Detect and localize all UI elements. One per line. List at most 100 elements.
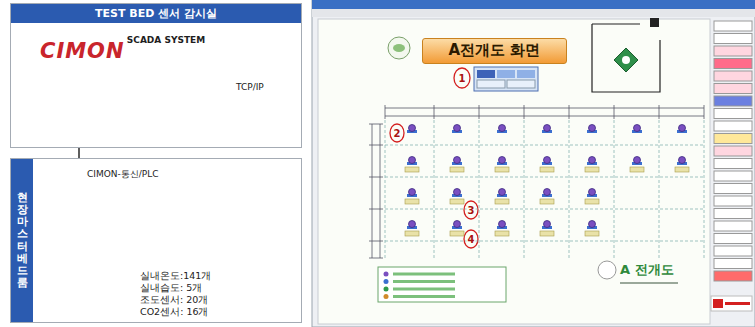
grid-line xyxy=(659,120,660,258)
sensor-tag xyxy=(495,167,509,172)
callout-number: 3 xyxy=(467,205,476,216)
sensor-marker xyxy=(544,125,551,132)
legend-text-bar xyxy=(393,280,455,283)
legend-text-bar xyxy=(393,295,455,298)
sensor-marker xyxy=(454,221,461,228)
side-band: 현장 마스터 베드룸 xyxy=(11,159,33,322)
legend-symbol xyxy=(384,294,389,299)
menu-button xyxy=(714,96,752,106)
sensor-marker xyxy=(409,125,416,132)
sensor-marker xyxy=(499,125,506,132)
dimension-tick xyxy=(369,124,383,125)
station-label: SCADA SYSTEM xyxy=(127,34,205,46)
plc-unit: CIMON-통신/PLC xyxy=(39,162,174,268)
menu-button xyxy=(714,221,752,231)
sensor-marker xyxy=(409,221,416,228)
sensor-marker xyxy=(634,125,641,132)
legend-symbol xyxy=(384,279,389,284)
dimension-line xyxy=(372,124,373,258)
grid-line xyxy=(524,120,525,258)
dimension-line xyxy=(380,124,381,258)
menu-button xyxy=(714,71,752,81)
plan-marker xyxy=(650,18,659,27)
menu-button xyxy=(714,271,752,281)
sensor-marker xyxy=(679,157,686,164)
sensor-tag xyxy=(495,199,509,204)
vendor-logo xyxy=(711,296,752,311)
menu-button xyxy=(714,21,752,31)
screen-button xyxy=(477,70,495,78)
monitor-room-panel: SCADA SYSTEMTEST BED 센서 감시실 xyxy=(10,3,302,148)
callout-ring xyxy=(454,68,470,88)
sensor-count: 실내온도:141개 xyxy=(140,270,211,282)
menu-button xyxy=(714,171,752,181)
sensor-marker xyxy=(499,221,506,228)
window-titlebar xyxy=(312,0,755,9)
plan-device xyxy=(614,48,638,72)
sensor-tag xyxy=(405,231,419,236)
grid-line xyxy=(569,120,570,258)
sensor-tag xyxy=(585,167,599,172)
sensor-count: 실내습도: 5개 xyxy=(140,282,202,294)
screen-logo-mark xyxy=(393,44,405,52)
sensor-tag xyxy=(495,231,509,236)
menu-button xyxy=(714,234,752,244)
sensor-marker xyxy=(589,125,596,132)
sensor-tag xyxy=(540,167,554,172)
dimension-line xyxy=(385,108,704,109)
screen-title-banner: A전개도 화면 xyxy=(422,38,567,64)
dimension-tick xyxy=(369,241,383,242)
callout-ring xyxy=(464,230,478,248)
sensor-marker xyxy=(454,157,461,164)
sensor-tag xyxy=(540,231,554,236)
sensor-marker xyxy=(454,125,461,132)
menu-button xyxy=(714,246,752,256)
menu-button xyxy=(714,146,752,156)
legend-symbol xyxy=(384,287,389,292)
sensor-marker xyxy=(589,221,596,228)
dimension-tick xyxy=(369,177,383,178)
vertical-heading: 현장 마스터 베드룸 xyxy=(17,192,28,289)
button-group xyxy=(474,67,538,91)
protocol-label: TCP/IP xyxy=(236,82,264,93)
screen-button xyxy=(507,80,535,88)
callout-number: 2 xyxy=(393,128,402,139)
sensor-marker xyxy=(544,189,551,196)
screen-logo xyxy=(388,37,410,59)
menu-button xyxy=(714,109,752,119)
sensor-count: 조도센서: 20개 xyxy=(140,294,208,306)
grid-line xyxy=(385,177,704,178)
dimension-tick xyxy=(369,209,383,210)
callout-number: 1 xyxy=(458,73,467,84)
sensor-marker xyxy=(499,189,506,196)
sensor-marker xyxy=(544,157,551,164)
menu-button xyxy=(714,84,752,94)
screen-button xyxy=(497,70,515,78)
legend-text-bar xyxy=(393,273,455,276)
sensor-tag xyxy=(540,199,554,204)
scada-station: SCADA SYSTEM xyxy=(120,28,212,90)
sensor-marker xyxy=(499,157,506,164)
vendor-logo-mark xyxy=(713,299,723,308)
sensor-marker xyxy=(679,125,686,132)
grid-line xyxy=(434,120,435,258)
dimension-tick xyxy=(434,105,435,119)
sensor-tag xyxy=(630,167,644,172)
sensor-marker xyxy=(544,221,551,228)
sensor-marker xyxy=(454,189,461,196)
menu-button xyxy=(714,134,752,144)
sensor-tag xyxy=(450,199,464,204)
sensor-tag xyxy=(675,167,689,172)
dimension-line xyxy=(385,116,704,117)
callout-ring xyxy=(390,124,404,142)
sensor-count: CO2센서: 16개 xyxy=(140,306,208,318)
grid-line xyxy=(385,145,704,146)
brand-logo: CIMON xyxy=(40,39,125,63)
sensor-tag xyxy=(585,199,599,204)
plc-label: CIMON-통신/PLC xyxy=(87,168,159,181)
sensor-marker xyxy=(589,157,596,164)
sensor-tag xyxy=(585,231,599,236)
sensor-marker xyxy=(589,189,596,196)
dimension-tick xyxy=(479,105,480,119)
vendor-logo-bar xyxy=(725,302,750,305)
